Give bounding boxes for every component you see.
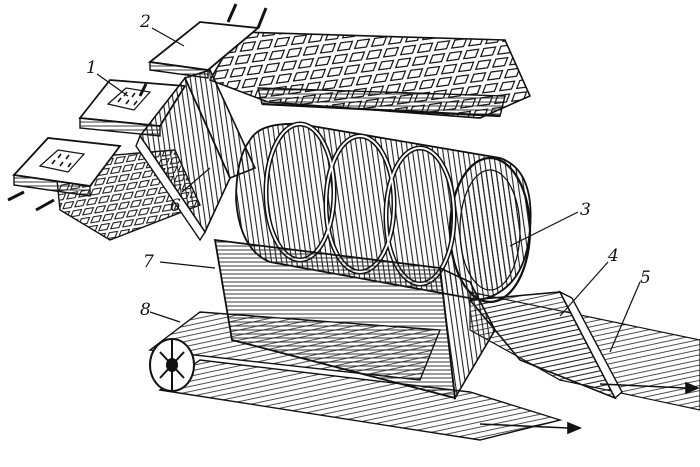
- module-block-2: [147, 3, 268, 79]
- callout-5: 5: [640, 268, 651, 288]
- feed-chute-6: [135, 69, 257, 242]
- callout-2: 2: [140, 12, 151, 32]
- callout-4: 4: [608, 246, 619, 266]
- callout-3: 3: [580, 200, 591, 220]
- flow-arrows: [479, 381, 700, 435]
- callout-7: 7: [143, 252, 154, 272]
- callout-8: 8: [140, 300, 151, 320]
- leader-lines: [96, 27, 641, 353]
- callout-6: 6: [170, 196, 181, 216]
- hopper-7: [213, 238, 496, 401]
- callout-1: 1: [86, 58, 97, 78]
- panel-sheet-upper: [208, 31, 532, 119]
- module-block-left: [7, 137, 122, 212]
- output-chute-4: [468, 290, 623, 400]
